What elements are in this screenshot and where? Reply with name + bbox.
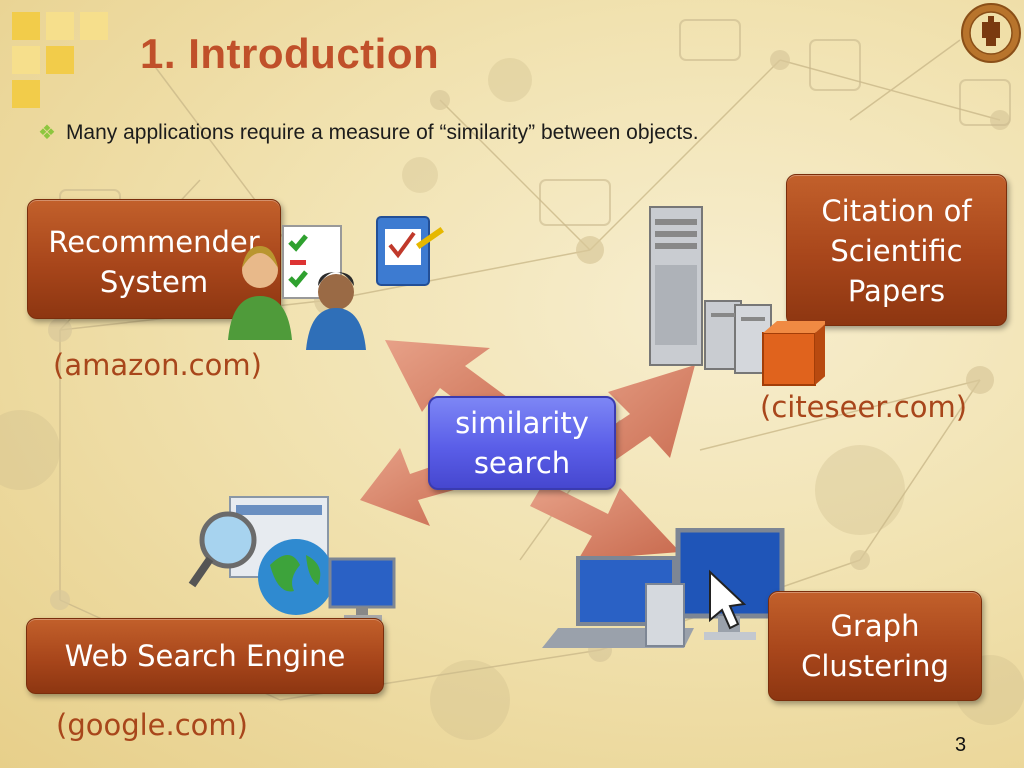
graph-line2: Clustering [801,649,949,683]
google-link[interactable]: (google.com) [56,708,248,742]
similarity-search-box: similarity search [428,396,616,490]
arrow-to-graph [530,482,680,560]
similarity-line1: similarity [455,406,589,440]
similarity-line2: search [473,446,571,480]
diamond-bullet-icon: ❖ [38,122,56,144]
graph-line1: Graph [830,609,920,643]
page-number: 3 [955,734,967,756]
logo-seal-icon [961,3,1021,63]
recommender-line1: Recommender [48,225,260,259]
recommender-line2: System [99,265,209,299]
computers-icon [542,528,785,648]
page-title: 1. Introduction [140,30,440,77]
bullet-text: Many applications require a measure of “… [65,121,699,144]
decor-square [12,46,40,74]
decor-square [12,12,40,40]
graph-clustering-box: Graph Clustering [768,591,982,701]
citeseer-link[interactable]: (citeseer.com) [760,390,968,424]
decor-square [46,12,74,40]
web-search-box: Web Search Engine [26,618,384,694]
citation-box: Citation of Scientific Papers [786,174,1007,326]
users-icon [228,225,366,350]
edit-checkbox-icon [376,216,445,286]
decor-square [46,46,74,74]
citation-line1: Citation of [821,194,972,228]
server-icon [649,206,825,386]
citation-line3: Papers [847,274,946,308]
globe-search-icon [188,496,396,621]
recommender-system-box: Recommender System [27,199,281,319]
decor-square [80,12,108,40]
web-line1: Web Search Engine [64,639,346,673]
amazon-link[interactable]: (amazon.com) [53,348,262,382]
bullet-item: ❖ Many applications require a measure of … [38,120,699,145]
decor-square [12,80,40,108]
citation-line2: Scientific [830,234,963,268]
